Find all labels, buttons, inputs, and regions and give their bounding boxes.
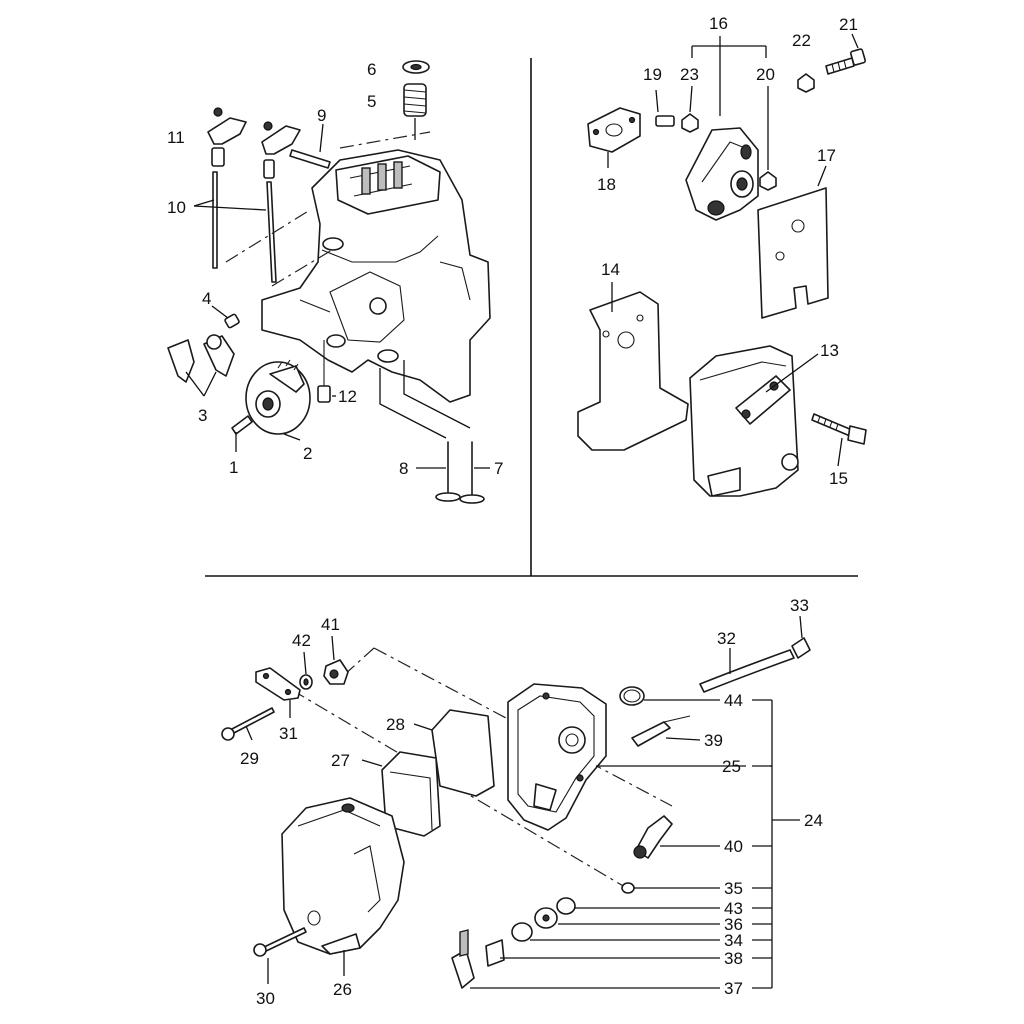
callout-17: 17 (817, 146, 836, 165)
part-19-bolt (655, 89, 675, 127)
callout-41: 41 (321, 615, 340, 634)
callout-13: 13 (820, 341, 839, 360)
part-28-filter-element (413, 709, 495, 797)
part-37-bracket (451, 929, 720, 989)
part-7-8-valves (379, 360, 490, 504)
part-2-cam-gear (245, 359, 311, 441)
callout-9: 9 (317, 106, 326, 125)
part-6-retainer (402, 60, 430, 74)
part-14-heat-shield (577, 282, 689, 451)
part-25-cleaner-case (507, 683, 746, 831)
callout-4: 4 (202, 289, 211, 308)
callout-24: 24 (804, 811, 823, 830)
callout-34: 34 (724, 931, 743, 950)
callout-36: 36 (724, 915, 743, 934)
part-31-bracket (255, 667, 301, 718)
callout-12: 12 (338, 387, 357, 406)
part-24-group-bracket (752, 699, 800, 989)
callout-15: 15 (829, 469, 848, 488)
callout-40: 40 (724, 837, 743, 856)
callout-10: 10 (167, 198, 186, 217)
callout-14: 14 (601, 260, 620, 279)
part-33-clip (791, 615, 811, 659)
part-36-choke-plate (534, 907, 720, 929)
part-41-choke-lever (323, 635, 349, 685)
callout-3: 3 (198, 406, 207, 425)
part-35-screw (621, 882, 720, 894)
part-3-cam-followers (167, 334, 235, 397)
callout-8: 8 (399, 459, 408, 478)
part-40-choke-shaft (633, 815, 720, 859)
part-44-o-ring (619, 686, 720, 706)
callout-5: 5 (367, 92, 376, 111)
callout-39: 39 (704, 731, 723, 750)
callout-33: 33 (790, 596, 809, 615)
callout-7: 7 (494, 459, 503, 478)
callout-16: 16 (709, 14, 728, 33)
callout-21: 21 (839, 15, 858, 34)
callout-29: 29 (240, 749, 259, 768)
callout-32: 32 (717, 629, 736, 648)
callout-11: 11 (167, 128, 185, 147)
part-32-breather-hose (699, 648, 795, 693)
part-5-valve-spring (403, 83, 427, 140)
callout-31: 31 (279, 724, 298, 743)
part-15-bolt (811, 413, 867, 467)
callout-27: 27 (331, 751, 350, 770)
part-39-pipe (631, 715, 701, 747)
callout-25: 25 (722, 757, 741, 776)
part-27-foam-filter (361, 751, 441, 837)
callout-44: 44 (724, 691, 743, 710)
part-10-push-rods (193, 171, 277, 283)
callout-19: 19 (643, 65, 662, 84)
callout-20: 20 (756, 65, 775, 84)
part-21-bolt (825, 33, 867, 75)
callout-35: 35 (724, 879, 743, 898)
assembly-line (225, 209, 311, 263)
part-11-rocker-arms (207, 107, 301, 179)
callout-2: 2 (303, 444, 312, 463)
part-1-pin (231, 415, 253, 452)
callout-43: 43 (724, 899, 743, 918)
part-16-bracket (685, 36, 767, 221)
callout-22: 22 (792, 31, 811, 50)
part-29-screw (221, 707, 275, 741)
callout-6: 6 (367, 60, 376, 79)
assembly-line (343, 647, 375, 676)
part-43-o-ring (556, 897, 720, 915)
part-4-pin (211, 305, 240, 329)
cylinder-head-assembly (261, 149, 491, 403)
callout-23: 23 (680, 65, 699, 84)
part-20-nut (759, 86, 777, 191)
part-9-rocker-shaft (289, 123, 331, 169)
callout-30: 30 (256, 989, 275, 1008)
part-34-choke-disc (511, 922, 720, 942)
callout-1: 1 (229, 458, 238, 477)
callout-38: 38 (724, 949, 743, 968)
callout-28: 28 (386, 715, 405, 734)
callout-labels: 1 2 3 4 5 6 7 8 9 10 11 12 13 14 15 16 1… (167, 14, 858, 1008)
part-18-gasket (587, 107, 641, 168)
assembly-line (271, 249, 333, 287)
part-30-screw (253, 927, 307, 984)
part-13-muffler (689, 345, 819, 497)
part-23-nut (681, 85, 699, 133)
assembly-line (339, 131, 431, 149)
callout-26: 26 (333, 980, 352, 999)
part-42-washer (299, 651, 313, 690)
part-26-cleaner-cover (281, 797, 405, 976)
callout-42: 42 (292, 631, 311, 650)
part-38-plate (485, 939, 720, 967)
callout-18: 18 (597, 175, 616, 194)
part-22-nut (797, 73, 815, 93)
part-12-fitting (317, 340, 336, 403)
callout-37: 37 (724, 979, 743, 998)
part-17-gasket (757, 165, 829, 319)
